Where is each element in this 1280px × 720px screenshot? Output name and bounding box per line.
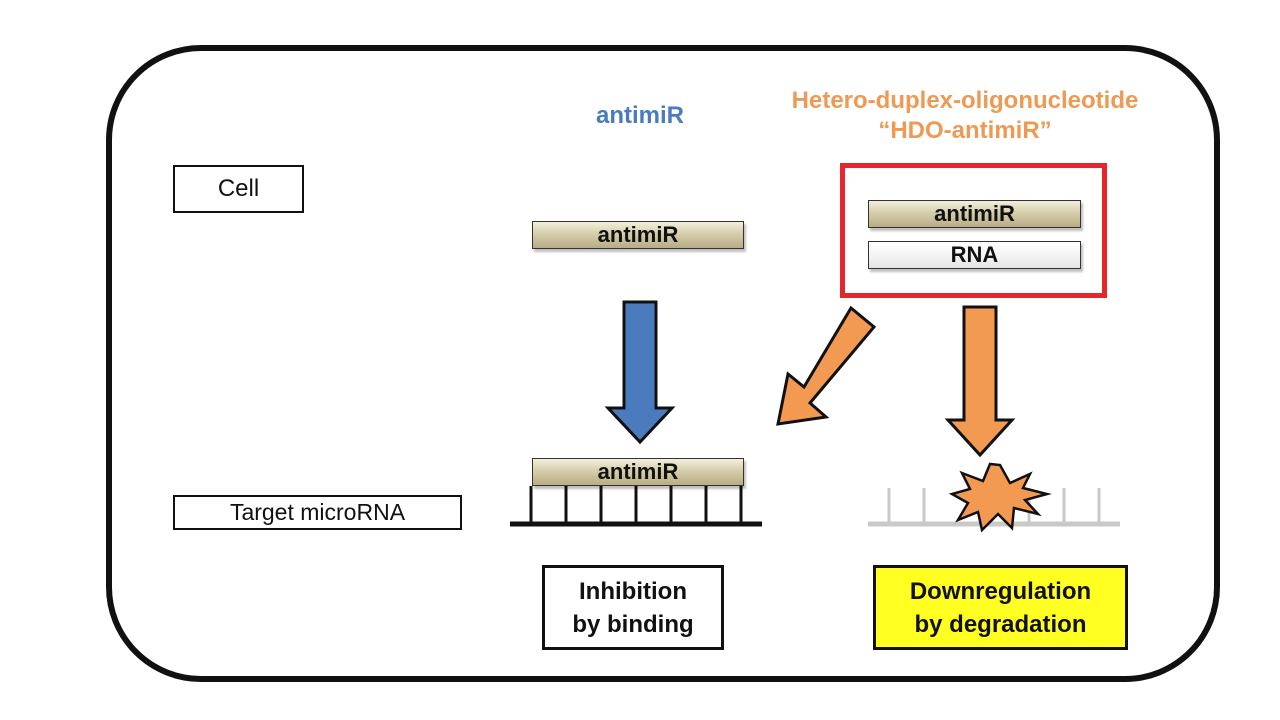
downregulation-line2: by degradation	[914, 610, 1087, 638]
downregulation-line1: Downregulation	[909, 577, 1092, 605]
hdo-antimir-box	[840, 163, 1107, 298]
antimir-strand: antimiR	[532, 221, 744, 249]
hdo-title-line1: Hetero-duplex-oligonucleotide	[791, 87, 1139, 114]
starburst-icon	[948, 462, 1052, 533]
inhibition-line2: by binding	[572, 610, 694, 638]
hdo-rna-strand: RNA	[868, 241, 1081, 269]
inhibition-outcome-box: Inhibition by binding	[542, 565, 724, 650]
inhibition-line1: Inhibition	[579, 577, 687, 605]
orange-down-arrow	[944, 305, 1016, 458]
blue-down-arrow	[604, 300, 676, 445]
cell-label: Cell	[173, 165, 304, 213]
target-microrna-bound	[510, 486, 762, 527]
target-microrna-label: Target microRNA	[173, 495, 462, 530]
target-microrna-degraded	[868, 488, 1120, 527]
hdo-title-line2: “HDO-antimiR”	[878, 117, 1052, 144]
cell-frame	[106, 45, 1220, 682]
downregulation-outcome-box: Downregulation by degradation	[873, 565, 1128, 650]
antimir-column-title: antimiR	[595, 102, 684, 129]
bound-antimir-strand: antimiR	[532, 458, 744, 486]
hdo-column-title: Hetero-duplex-oligonucleotide “HDO-antim…	[740, 86, 1190, 146]
orange-diagonal-arrow	[776, 305, 877, 426]
hdo-antimir-strand: antimiR	[868, 200, 1081, 228]
